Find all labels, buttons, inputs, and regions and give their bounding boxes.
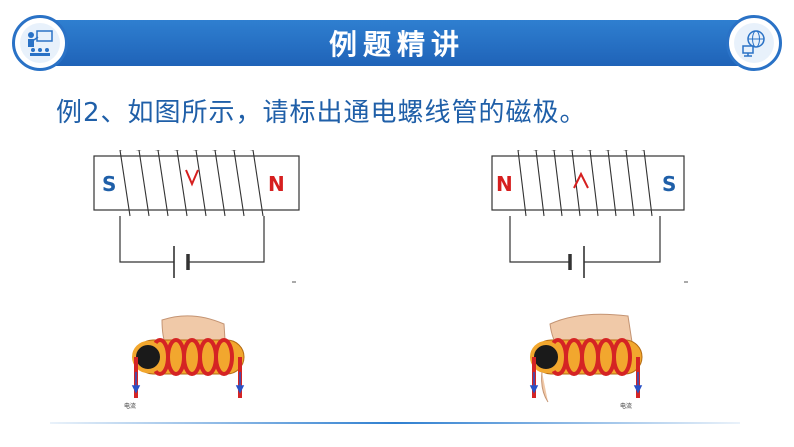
footer-divider [50,422,740,424]
coil-right [517,150,653,217]
circuit-wire-right [509,216,661,263]
question-text: 例2、如图所示，请标出通电螺线管的磁极。 [56,98,587,128]
coil-turns-left [150,338,234,376]
globe-computer-icon [742,30,765,57]
pole-label-left-s: S [102,172,116,196]
coil-left [119,150,264,217]
iron-core-right [491,155,685,211]
current-arrow-left [185,169,199,187]
teacher-classroom-icon [28,30,53,56]
pole-label-right-n: N [496,172,513,196]
pole-label-right-s: S [662,172,676,196]
pole-label-left-n: N [268,172,285,196]
page-title: 例题精讲 [328,28,465,61]
solenoid-figure-left: S N [93,150,300,283]
header-banner: 例题精讲 [8,12,786,74]
header-bar [48,20,746,66]
current-label-right: 电流 [620,402,632,410]
coil-end-left [132,341,164,373]
current-label-left: 电流 [124,402,136,410]
current-arrow-right [573,171,589,189]
teacher-badge [12,15,68,71]
right-hand-rule-illustration-left: 电流 [124,315,245,410]
globe-badge [726,15,782,71]
iron-core-left [93,155,300,211]
circuit-wire-left [119,216,265,263]
coil-end-right [530,341,562,373]
right-hand-rule-illustration-right: 电流 [529,313,643,410]
solenoid-figure-right: N S [491,150,688,283]
coil-turns-right [548,338,632,376]
